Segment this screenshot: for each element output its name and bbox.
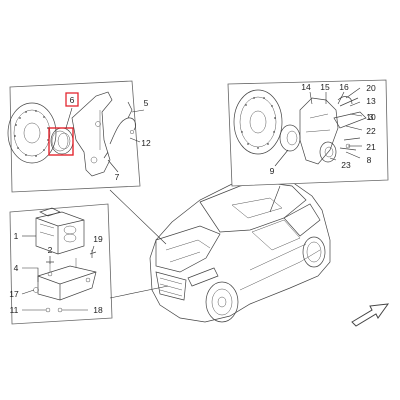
label-11: 11 bbox=[10, 305, 19, 315]
label-7: 7 bbox=[115, 172, 120, 182]
label-23: 23 bbox=[341, 160, 351, 170]
label-6: 6 bbox=[70, 95, 75, 105]
rear-brake-disc bbox=[233, 89, 283, 155]
label-1: 1 bbox=[14, 231, 19, 241]
label-8: 8 bbox=[367, 155, 372, 165]
label-2: 2 bbox=[48, 245, 53, 255]
front-brake-panel: 6 5 12 7 bbox=[7, 80, 151, 193]
label-19: 19 bbox=[93, 234, 103, 244]
rear-brake-panel: 14 15 16 20 13 3 10 22 21 8 9 23 bbox=[227, 79, 389, 187]
label-16: 16 bbox=[339, 82, 349, 92]
label-3: 3 bbox=[369, 112, 374, 122]
label-10: 10 bbox=[366, 112, 376, 122]
front-direction-arrow-icon bbox=[351, 303, 390, 327]
car-illustration bbox=[149, 175, 331, 323]
label-6-highlight-box bbox=[65, 92, 79, 107]
label-18: 18 bbox=[93, 305, 103, 315]
abs-unit-panel: 1 19 2 4 17 11 18 bbox=[9, 203, 113, 325]
callout-line-abs bbox=[109, 285, 169, 299]
abs-module bbox=[35, 207, 85, 255]
label-22: 22 bbox=[366, 126, 376, 136]
part-6-highlight-box bbox=[48, 127, 74, 156]
label-20: 20 bbox=[366, 83, 376, 93]
label-5: 5 bbox=[144, 98, 149, 108]
label-13: 13 bbox=[366, 96, 376, 106]
label-12: 12 bbox=[141, 138, 151, 148]
abs-bracket bbox=[37, 258, 97, 301]
callout-line-rear-brake bbox=[269, 185, 281, 213]
label-17: 17 bbox=[9, 289, 19, 299]
label-9: 9 bbox=[270, 166, 275, 176]
label-14: 14 bbox=[301, 82, 311, 92]
label-21: 21 bbox=[366, 142, 376, 152]
callout-line-front-brake bbox=[109, 189, 167, 245]
label-4: 4 bbox=[14, 263, 19, 273]
label-15: 15 bbox=[320, 82, 330, 92]
